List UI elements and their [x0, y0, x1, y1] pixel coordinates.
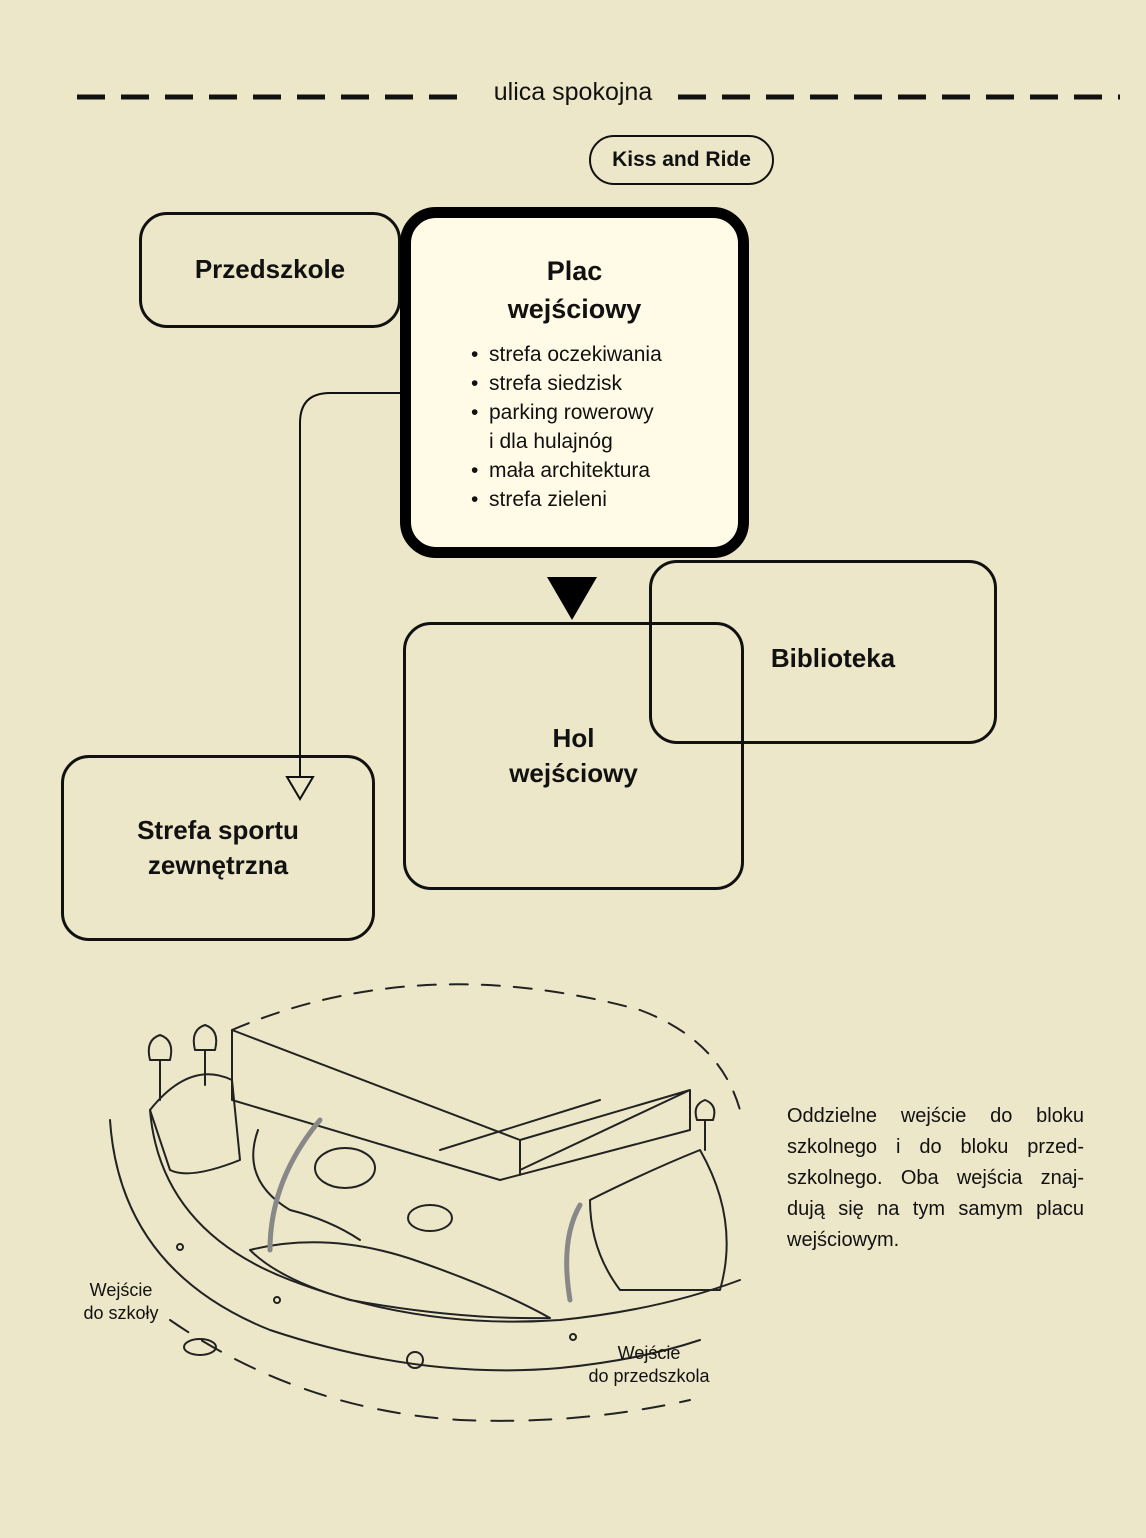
plac-feature-item: parking rowerowy i dla hulajnóg [471, 398, 662, 456]
plac-feature-item: strefa zieleni [471, 485, 662, 514]
przedszkole-box: Przedszkole [139, 212, 401, 328]
description-text: Oddzielne wejście do bloku szkolnego i d… [787, 1105, 1084, 1251]
plac-feature-item: strefa oczekiwania [471, 340, 662, 369]
kiss-and-ride-label: Kiss and Ride [589, 135, 774, 185]
przedszkole-label: Przedszkole [194, 254, 346, 285]
sport-zone-label-line2: zewnętrzna [147, 850, 289, 880]
plac-feature-item-line1: parking rowerowy [489, 401, 654, 424]
biblioteka-label: Biblioteka [770, 643, 896, 673]
label-preschool-entrance-line1: Wejście [617, 1343, 681, 1363]
sport-zone-box: Strefa sportu zewnętrzna [61, 755, 375, 941]
plac-wejsciowy-box: Plac wejściowy strefa oczekiwania strefa… [400, 207, 749, 558]
hol-label: Hol wejściowy [509, 721, 638, 791]
label-school-entrance-line1: Wejście [89, 1280, 153, 1300]
label-preschool-entrance-line2: do przedszkola [588, 1366, 710, 1386]
arrowhead-to-sport [285, 776, 315, 801]
biblioteka-box: Biblioteka [649, 560, 997, 744]
label-preschool-entrance: Wejście do przedszkola [578, 1342, 720, 1388]
plac-title: Plac wejściowy [411, 252, 738, 328]
plac-feature-item: mała architektura [471, 456, 662, 485]
connector-plac-to-sport [299, 392, 430, 778]
plac-title-line1: Plac [546, 256, 603, 286]
arrowhead-plac-to-hol [547, 577, 597, 620]
plac-feature-item: strefa siedzisk [471, 369, 662, 398]
street-label: ulica spokojna [474, 78, 672, 107]
plac-title-line2: wejściowy [507, 294, 642, 324]
label-school-entrance: Wejście do szkoły [66, 1279, 176, 1325]
plac-feature-item-line2: i dla hulajnóg [489, 430, 613, 453]
hol-label-line1: Hol [552, 722, 595, 753]
label-school-entrance-line2: do szkoły [83, 1303, 159, 1323]
sport-zone-label: Strefa sportu zewnętrzna [137, 813, 299, 883]
hol-box: Hol wejściowy [403, 622, 744, 890]
sport-zone-label-line1: Strefa sportu [137, 814, 299, 845]
hol-label-line2: wejściowy [509, 758, 638, 788]
plac-feature-list: strefa oczekiwania strefa siedzisk parki… [471, 340, 662, 514]
